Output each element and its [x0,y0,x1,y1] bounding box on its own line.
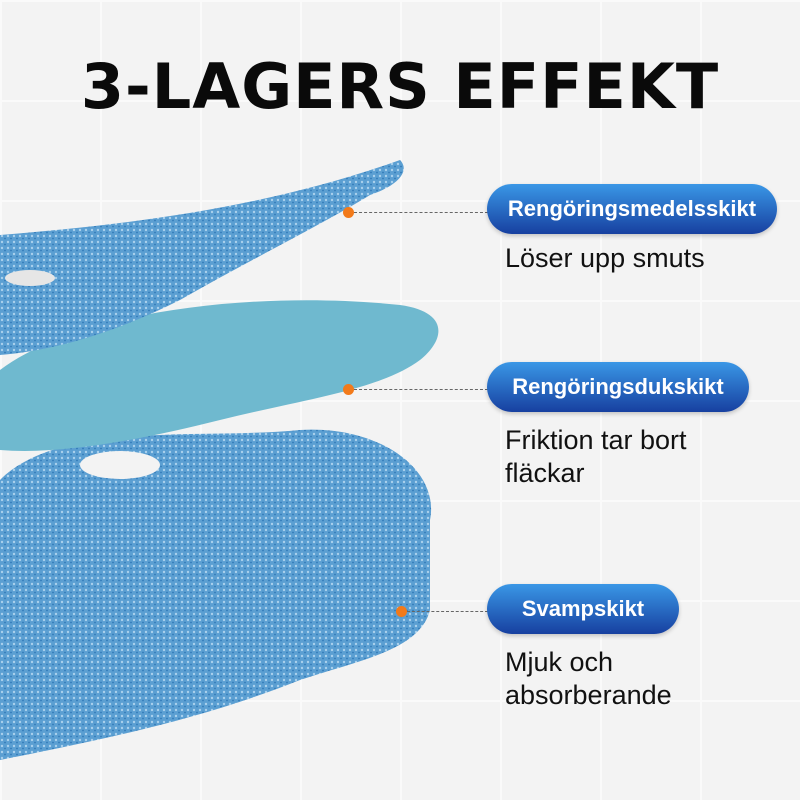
detergent-layer [0,160,404,355]
leader-line [354,212,488,213]
leader-line [407,611,488,612]
layer-description: Mjuk och absorberande [505,647,672,710]
sponge-layer [0,429,432,760]
marker-dot [343,207,354,218]
cloth-layer [0,300,439,451]
leader-line [354,389,488,390]
page-title: 3-LAGERS EFFEKT [80,50,720,123]
layer-label: Rengöringsmedelsskikt [487,184,777,234]
marker-dot [343,384,354,395]
layer-label: Svampskikt [487,584,679,634]
layer-label: Rengöringsdukskikt [487,362,749,412]
layer-description: Löser upp smuts [505,243,705,273]
marker-dot [396,606,407,617]
layer-description: Friktion tar bort fläckar [505,425,687,488]
